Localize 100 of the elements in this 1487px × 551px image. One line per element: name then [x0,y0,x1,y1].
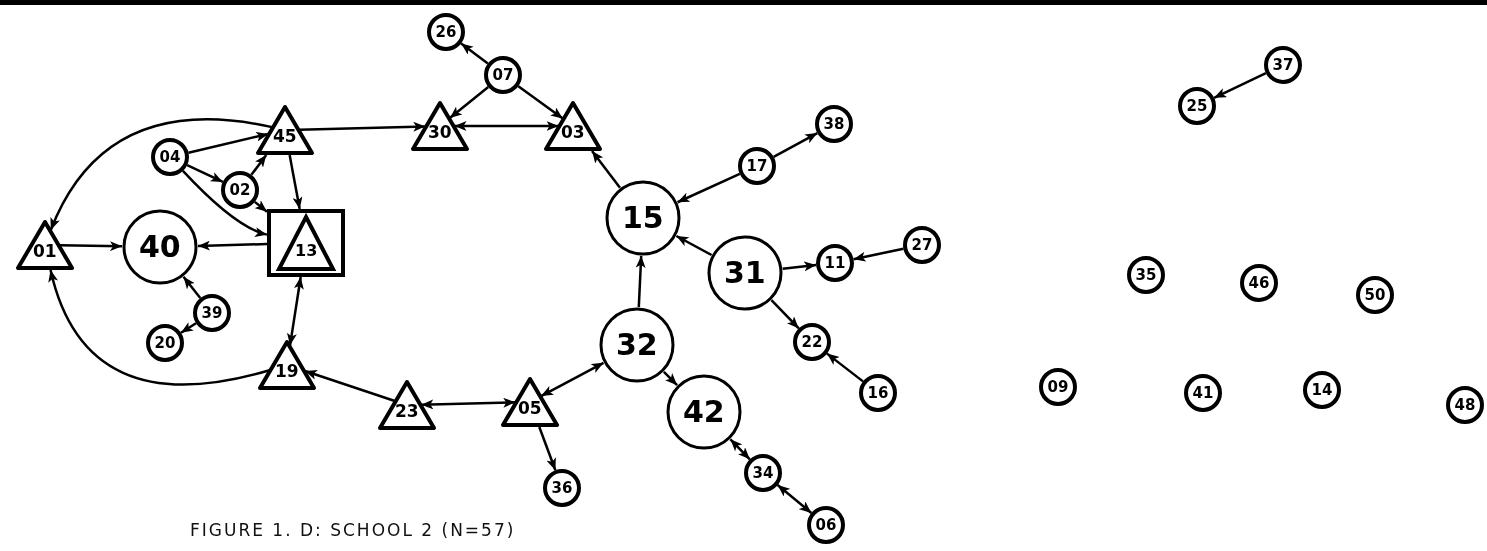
triangle-node [16,220,74,270]
node-number: 31 [724,258,766,288]
arrow [853,247,904,262]
node-number: 20 [154,335,176,351]
node-number: 36 [551,480,573,496]
node-number: 26 [435,24,457,40]
arrow [460,42,489,65]
circle-node [859,374,897,412]
node-number: 48 [1454,397,1476,413]
node-number: 16 [867,385,889,401]
circle-node [599,307,675,383]
node-number: 45 [273,127,297,145]
arrow [304,369,396,403]
node-number: 32 [616,330,658,360]
circle-node [738,147,776,185]
arrow [197,240,268,251]
node-number: 30 [428,123,452,141]
node-number: 02 [229,182,251,198]
triangle-node [411,101,469,151]
node-number: 05 [518,399,542,417]
node-number: 34 [752,465,774,481]
triangle-node [256,105,314,155]
circle-node [146,324,184,362]
circle-node [1039,368,1077,406]
arrow [538,426,557,471]
node-number: 01 [33,242,57,260]
circle-node [1184,374,1222,412]
node-number: 22 [801,334,823,350]
node-number: 19 [275,362,299,380]
circle-node [807,506,845,544]
node-number: 41 [1192,385,1214,401]
arrow [826,352,864,383]
circle-node [815,105,853,143]
arrow [677,172,741,204]
node-number: 03 [561,123,585,141]
arrow [591,150,621,189]
node-number: 39 [201,305,223,321]
circle-node [543,469,581,507]
circle-node [1356,276,1394,314]
arrow [663,371,678,386]
circle-node [1446,386,1484,424]
circle-node [1240,264,1278,302]
node-number: 07 [492,67,514,83]
triangle-node [501,377,559,427]
circle-node [707,235,783,311]
node-number: 11 [824,255,846,271]
node-number: 15 [622,203,664,233]
node-number: 38 [823,116,845,132]
node-number: 27 [911,237,933,253]
node-number: 35 [1135,267,1157,283]
circle-node [193,294,231,332]
arrow [254,200,268,213]
circle-node [221,171,259,209]
circle-node [151,138,189,176]
arrow [635,255,646,308]
arrow [287,276,304,346]
arrow [250,154,268,176]
arrow [288,154,303,210]
arrow [182,170,268,237]
node-number: 13 [295,243,318,260]
node-number: 37 [1272,57,1294,73]
arrow [675,234,713,257]
circle-node [484,56,522,94]
arrow [1213,72,1267,99]
arrow [59,241,123,252]
arrow [449,85,490,119]
arrow [299,121,426,132]
node-number: 50 [1364,287,1386,303]
node-number: 42 [683,397,725,427]
node-number: 46 [1248,275,1270,291]
arrow [776,484,813,514]
circle-node [1178,87,1216,125]
node-number: 17 [746,158,768,174]
figure-caption: FIGURE 1. D: SCHOOL 2 (N=57) [190,520,516,540]
arrow [182,276,202,299]
node-number: 04 [159,149,181,165]
arrow [773,132,818,158]
node-number: 06 [815,517,837,533]
node-number: 09 [1047,379,1069,395]
triangle-node [258,340,316,390]
circle-node [1303,371,1341,409]
arrow [49,118,273,231]
circle-node [427,13,465,51]
node-number: 40 [139,232,181,262]
circle-node [744,454,782,492]
node-number: 23 [395,402,419,420]
arrow [770,299,800,330]
arrow [782,261,817,272]
circle-node [903,226,941,264]
triangle-node [544,101,602,151]
arrow [729,438,751,461]
circle-node [666,374,742,450]
arrow [186,163,224,184]
arrow [180,322,197,334]
arrow [517,85,564,120]
circle-node [1264,46,1302,84]
arrow [48,269,270,386]
circle-node [1127,256,1165,294]
circle-node [122,209,198,285]
arrow [421,397,516,410]
